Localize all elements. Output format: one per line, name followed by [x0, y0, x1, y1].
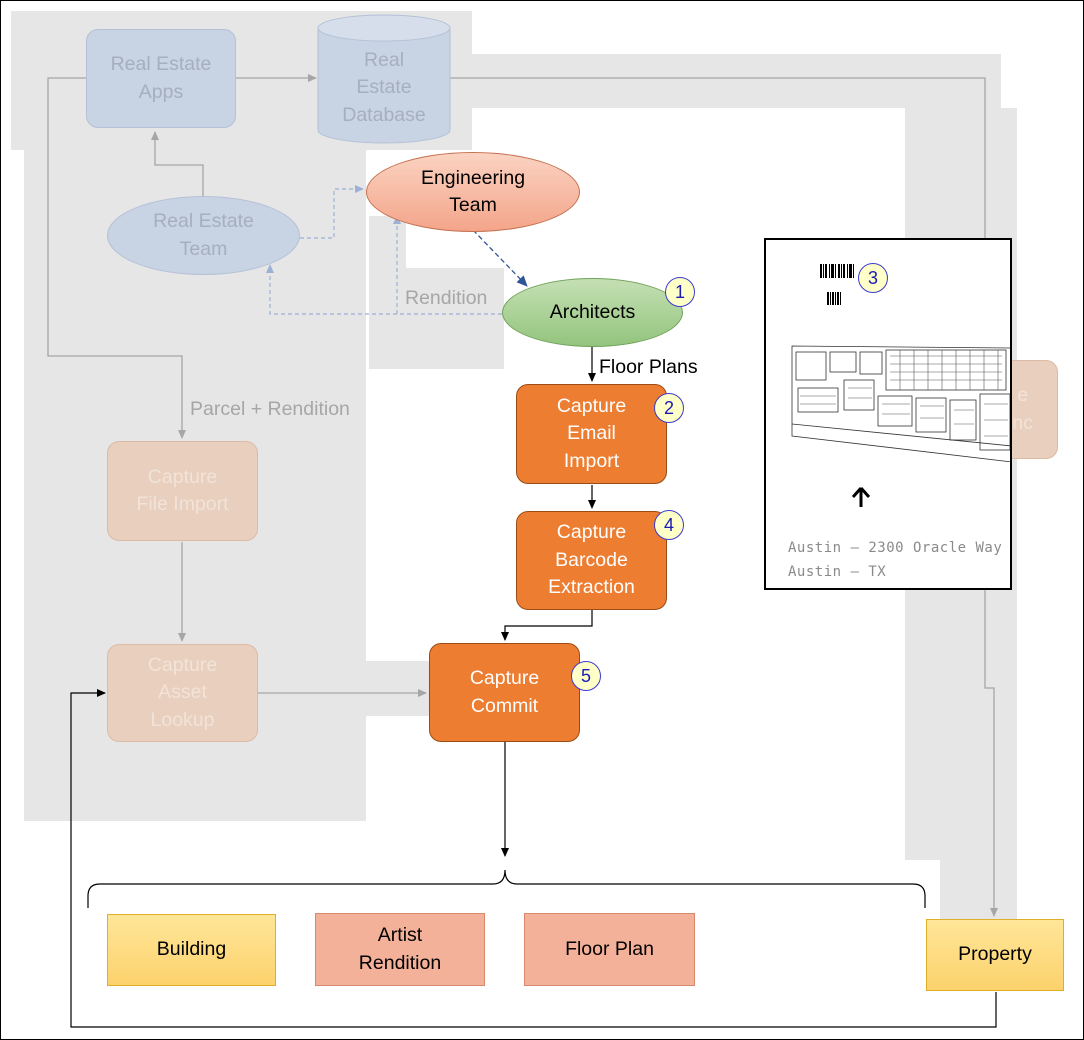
edge-engineering-to-architects	[472, 229, 528, 287]
gray-overlay-commit	[366, 661, 430, 716]
real-estate-team-node: Real Estate Team	[107, 196, 300, 275]
edge-apps-to-file-import	[47, 77, 186, 439]
step-badge-1: 1	[665, 277, 695, 307]
step-badge-4: 4	[654, 510, 684, 540]
edge-team-to-engineering	[300, 185, 364, 239]
edge-database-to-property	[450, 77, 998, 917]
edge-architects-to-team-rendition	[266, 264, 502, 315]
artist-rendition-node: Artist Rendition	[315, 913, 485, 986]
property-node: Property	[926, 919, 1064, 991]
step-badge-5: 5	[571, 661, 601, 691]
parcel-rendition-label: Parcel + Rendition	[190, 398, 350, 420]
step-badge-3: 3	[858, 263, 888, 293]
capture-barcode-extraction-node: Capture Barcode Extraction	[516, 511, 667, 610]
barcode-small-icon	[827, 292, 841, 305]
edge-barcode-to-commit	[501, 610, 593, 641]
floor-plan-document: Austin — 2300 Oracle Way Austin — TX	[764, 238, 1012, 590]
real-estate-apps-node: Real Estate Apps	[86, 29, 236, 128]
floor-plan-address-line-1: Austin — 2300 Oracle Way	[788, 540, 1003, 556]
real-estate-database-node	[317, 14, 451, 144]
floor-plan-drawing	[791, 345, 1010, 462]
capture-asset-lookup-node: Capture Asset Lookup	[107, 644, 258, 742]
building-node: Building	[107, 914, 276, 986]
north-arrow-icon	[851, 487, 871, 507]
barcode-icon	[820, 264, 854, 278]
capture-file-import-node: Capture File Import	[107, 441, 258, 541]
capture-email-import-node: Capture Email Import	[516, 384, 667, 484]
gray-overlay-top-right	[466, 54, 1001, 108]
output-brace	[87, 869, 926, 908]
edge-property-to-lookup	[70, 689, 997, 1028]
gray-overlay-rendition	[369, 268, 504, 369]
step-badge-2: 2	[654, 393, 684, 423]
floor-plan-node: Floor Plan	[524, 913, 695, 986]
capture-commit-node: Capture Commit	[429, 643, 580, 742]
edge-team-to-apps	[151, 131, 204, 196]
floor-plans-label: Floor Plans	[599, 356, 698, 378]
engineering-team-node: Engineering Team	[366, 152, 580, 232]
real-estate-database-label: Real Estate Database	[342, 48, 426, 126]
gray-overlay-right-low	[940, 860, 1017, 920]
floor-plan-address-line-2: Austin — TX	[788, 564, 887, 580]
architects-node: Architects	[502, 278, 683, 347]
rendition-label: Rendition	[405, 287, 488, 309]
gray-overlay-small	[369, 216, 406, 268]
